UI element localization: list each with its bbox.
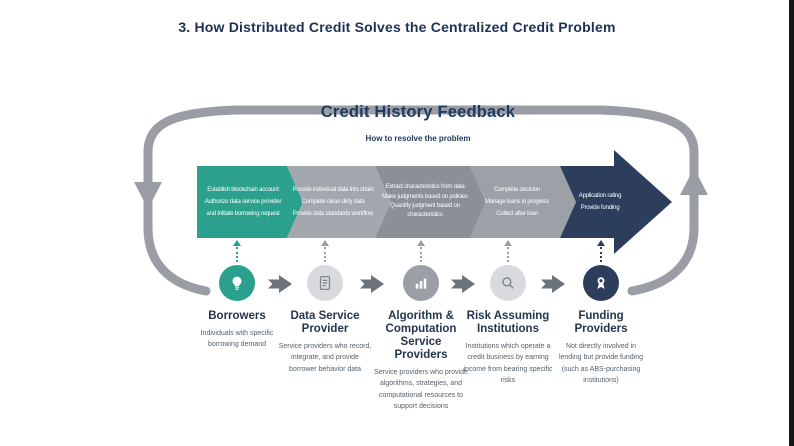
band-line: Provide funding [580,205,620,211]
band-line: Complete clean dirty data [301,199,365,205]
node-algorithm-providers: Algorithm & Computation Service Provider… [371,265,471,413]
flow-arrow-icon [541,275,565,293]
loop-arrow-up-icon [680,168,708,195]
band-line: Make judgments based on policies [382,193,468,200]
bar-chart-icon [415,278,427,289]
loop-arrow-down-icon [134,182,162,209]
flow-arrow-icon [268,275,292,293]
connector-funding [600,247,602,262]
lightbulb-icon [232,276,242,290]
band-line: Establish blockchain account [207,187,279,193]
funding-circle [583,265,619,301]
borrowers-circle [219,265,255,301]
diagram-subtitle: How to resolve the problem [365,134,471,143]
connector-arrow-icon [417,240,425,246]
node-description: Institutions which operate a credit busi… [463,342,553,385]
connector-arrow-icon [321,240,329,246]
node-funding-providers: Funding Providers Not directly involved … [551,265,651,387]
node-borrowers: Borrowers Individuals with specific borr… [187,265,287,351]
band-line: Manage loans in progress [484,199,550,205]
node-data-service-provider: Data Service Provider Service providers … [275,265,375,375]
node-risk-assuming-institutions: Risk Assuming Institutions Institutions … [458,265,558,387]
magnifier-icon [502,277,514,289]
node-description: Individuals with specific borrowing dema… [200,329,274,349]
document-icon [319,275,331,291]
node-title: Data Service Provider [290,310,360,335]
band-line: Provide data standards workflow [292,211,374,217]
band-text-funding: Application rating Provide funding [568,175,632,229]
node-description: Service providers who provide algorithms… [374,368,468,411]
connector-arrow-icon [597,240,605,246]
band-line: and Initiate borrowing request [206,211,280,217]
band-line: Provide individual data into chain [292,187,374,193]
window-edge [789,0,794,446]
medal-icon [597,277,605,289]
data-service-circle [307,265,343,301]
band-line: Authorize data service provider [204,199,282,205]
band-line: Quantify judgment based on [390,203,460,209]
band-line: Extract characteristics from data [385,184,465,191]
band-line: Application rating [578,193,622,199]
flow-arrow-icon [451,275,475,293]
band-line: Complete decision [494,187,540,193]
page-title: 3. How Distributed Credit Solves the Cen… [178,19,616,35]
connector-borrowers [236,247,238,262]
band-line: characteristics [407,212,443,219]
band-text-algorithm: Extract characteristics from data Make j… [382,175,468,229]
band-line: Collect after loan [496,211,538,217]
node-description: Service providers who record, integrate,… [278,342,372,373]
band-text-data-service: Provide individual data into chain Compl… [292,175,374,229]
band-text-borrowers: Establish blockchain account Authorize d… [200,175,286,229]
risk-circle [490,265,526,301]
connector-algorithm [420,247,422,262]
diagram-title: Credit History Feedback [320,103,516,121]
node-description: Not directly involved in lending but pro… [558,342,644,385]
connector-arrow-icon [233,240,241,246]
flow-arrow-icon [360,275,384,293]
connector-arrow-icon [504,240,512,246]
node-title: Funding Providers [574,310,628,335]
algorithm-circle [403,265,439,301]
band-text-risk: Complete decision Manage loans in progre… [476,175,558,229]
connector-data-service [324,247,326,262]
node-title: Algorithm & Computation Service Provider… [385,310,457,361]
node-title: Risk Assuming Institutions [466,310,550,335]
connector-risk [507,247,509,262]
node-title: Borrowers [208,310,266,322]
